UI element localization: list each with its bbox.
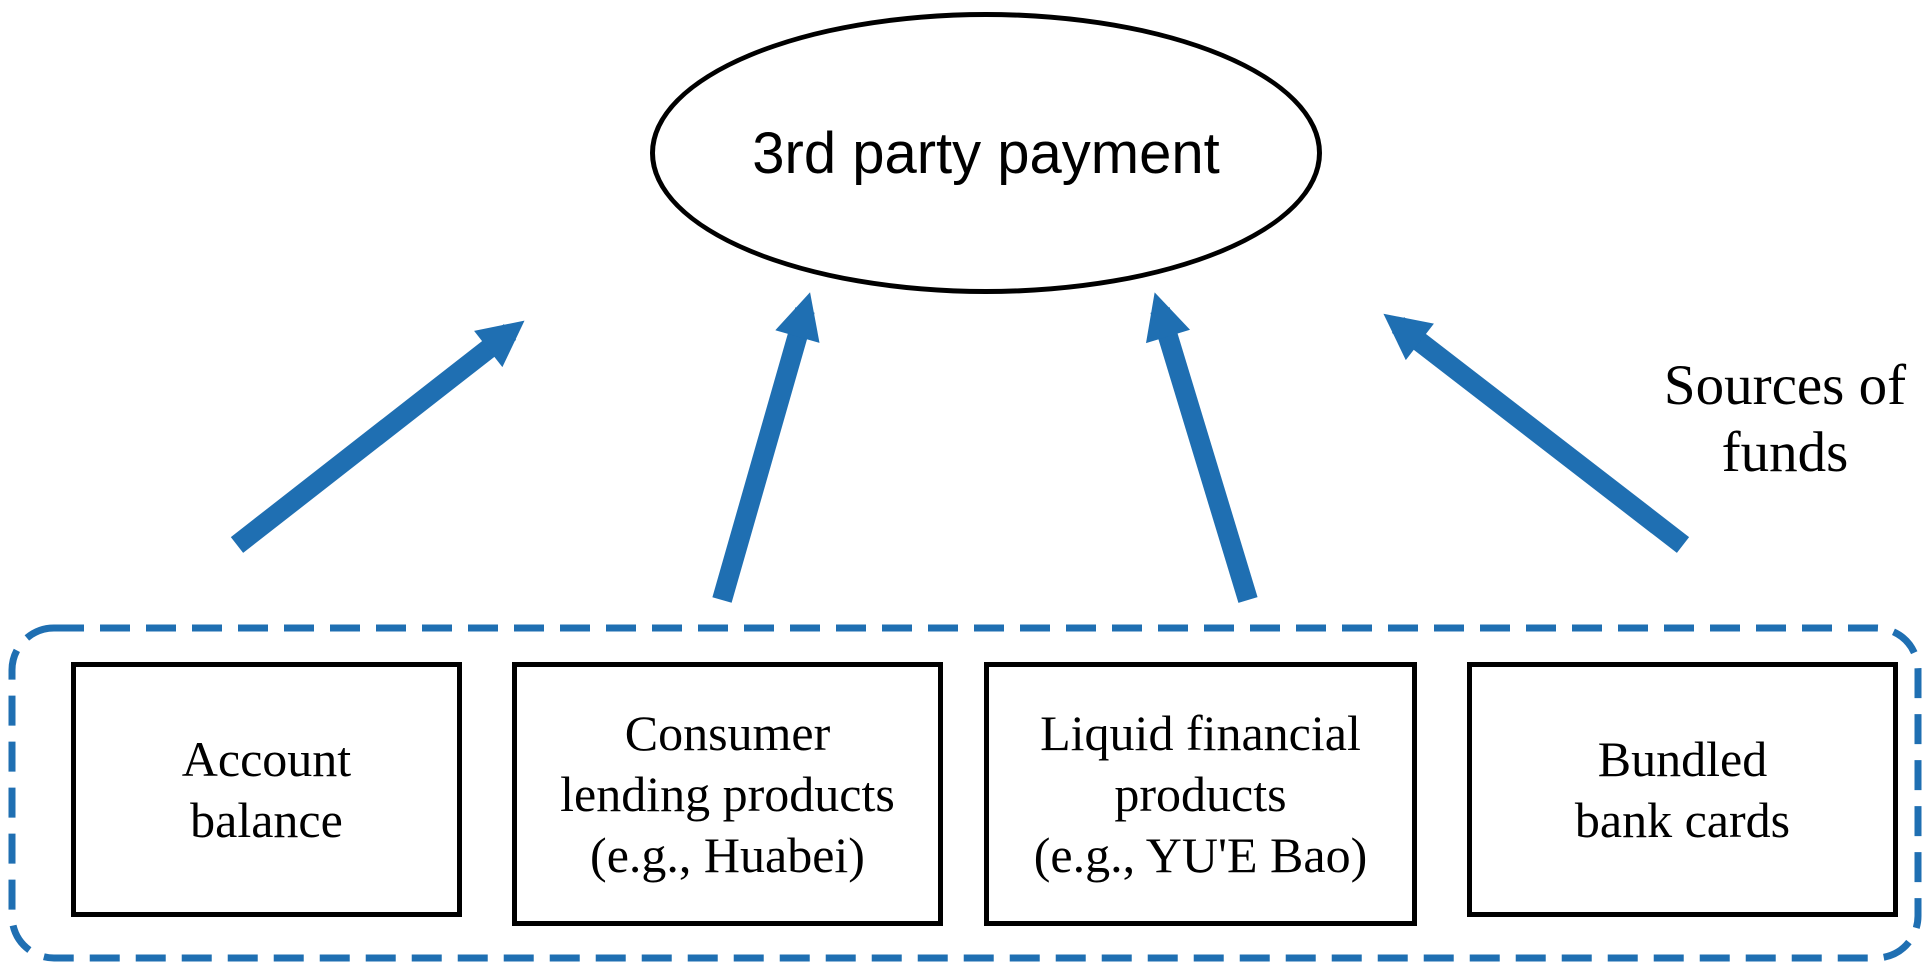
- box-consumer-lending-label: Consumer lending products (e.g., Huabei): [560, 704, 895, 883]
- arrow-consumer-lending: [712, 292, 820, 603]
- box-account-balance: Account balance: [71, 662, 462, 917]
- box-liquid-financial-label: Liquid financial products (e.g., YU'E Ba…: [1033, 704, 1368, 883]
- box-bundled-bank-cards: Bundled bank cards: [1467, 662, 1898, 917]
- arrow-account-balance: [230, 320, 525, 553]
- box-consumer-lending: Consumer lending products (e.g., Huabei): [512, 662, 943, 926]
- box-account-balance-label: Account balance: [181, 730, 352, 848]
- arrow-liquid-financial: [1146, 292, 1258, 603]
- third-party-payment-node: 3rd party payment: [650, 12, 1322, 294]
- box-bundled-bank-cards-label: Bundled bank cards: [1574, 730, 1791, 848]
- box-liquid-financial: Liquid financial products (e.g., YU'E Ba…: [984, 662, 1417, 926]
- sources-of-funds-label: Sources of funds: [1663, 354, 1907, 485]
- third-party-payment-label: 3rd party payment: [752, 120, 1220, 186]
